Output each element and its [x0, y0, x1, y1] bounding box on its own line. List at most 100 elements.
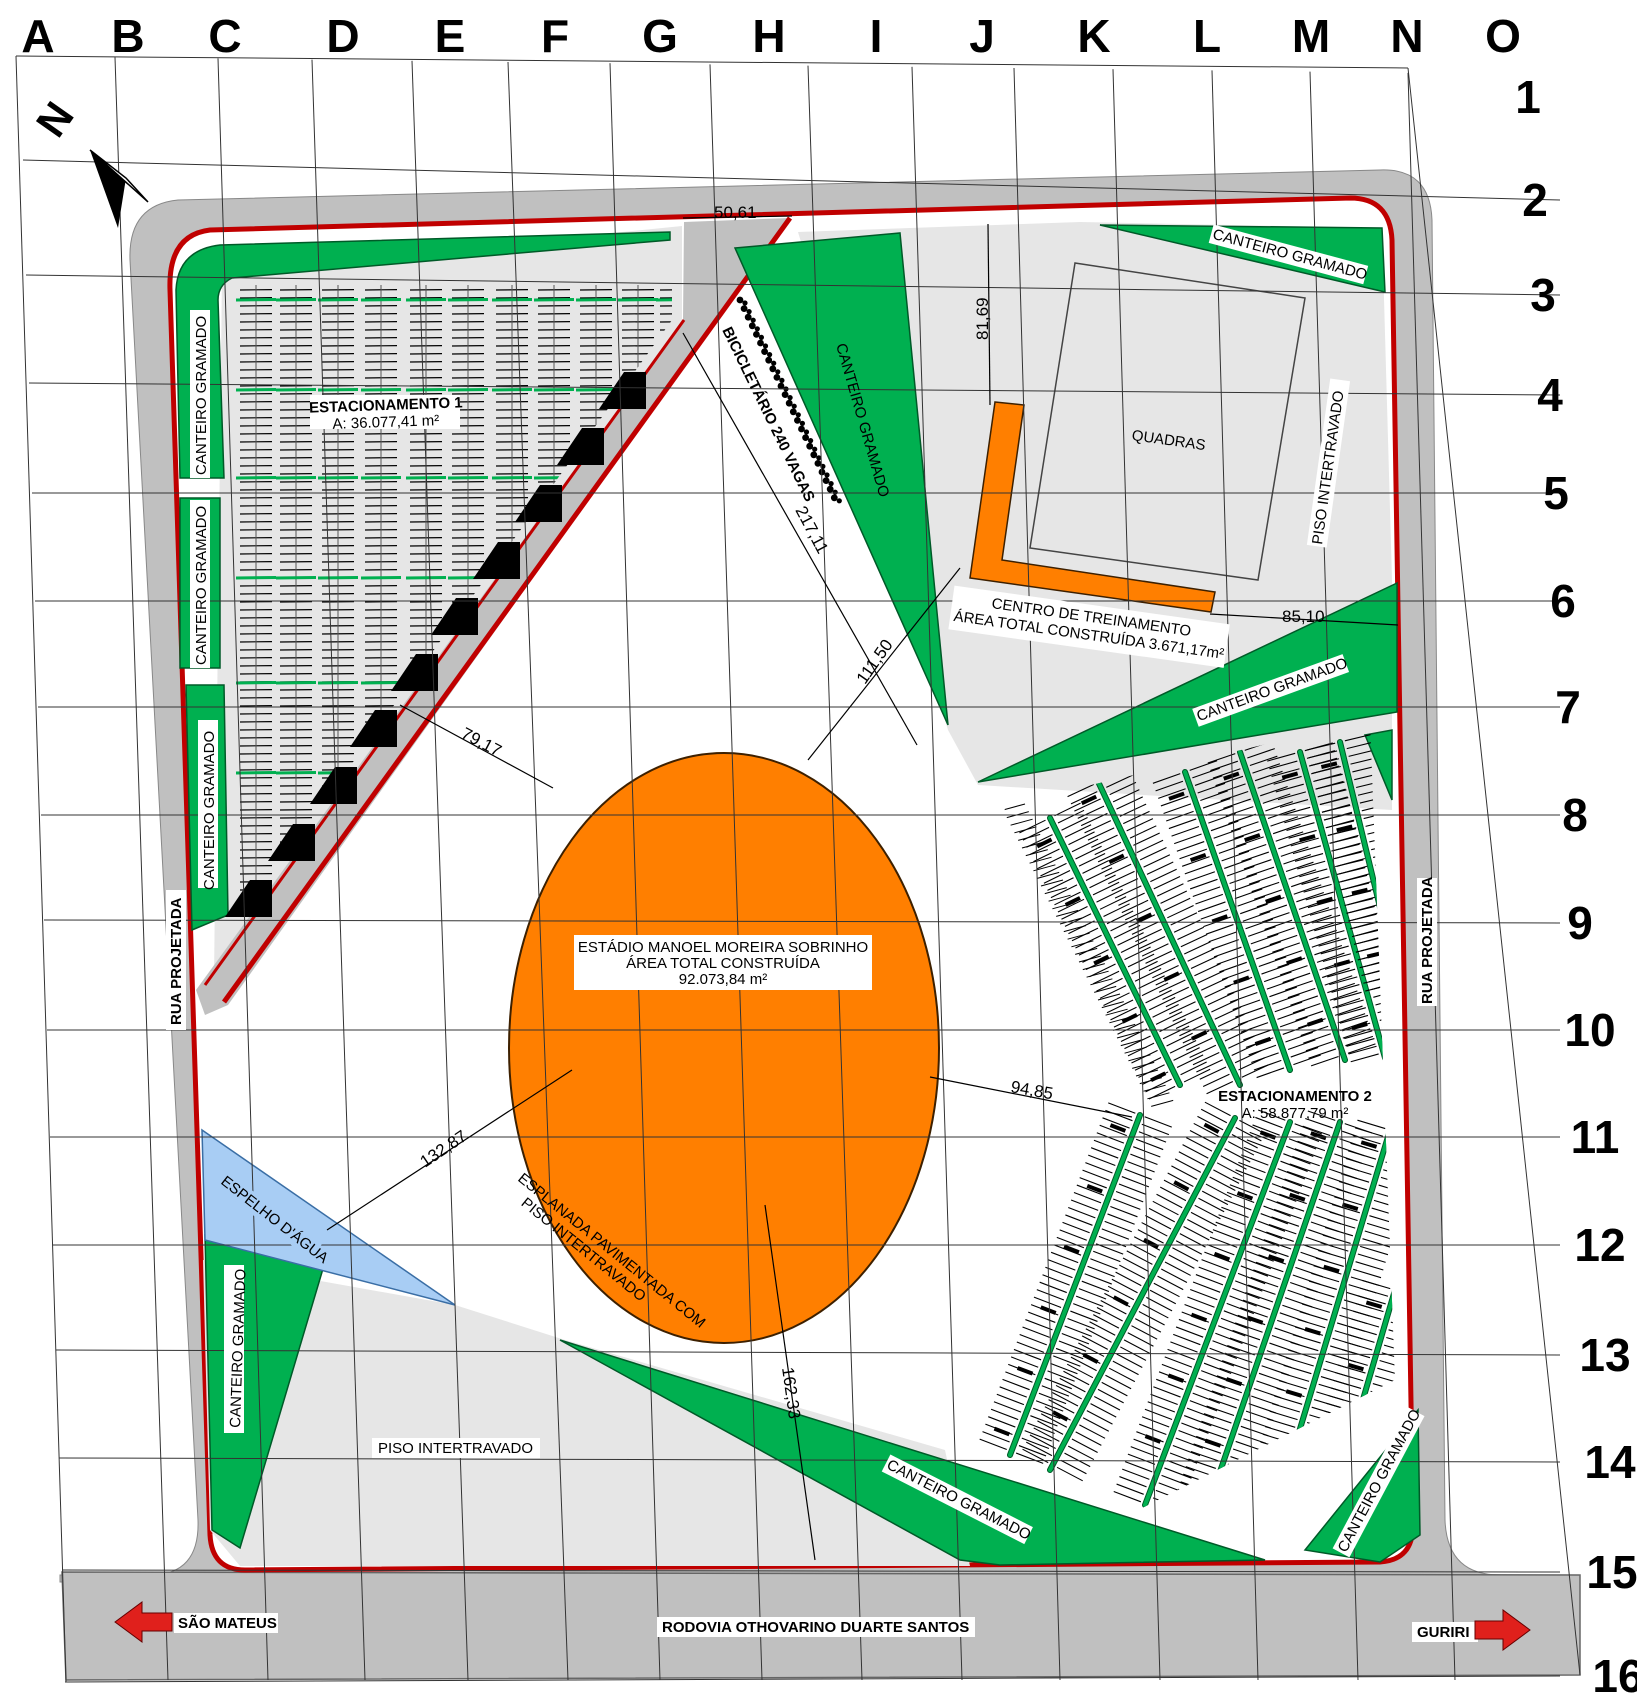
- parking2-bay-marker: [1289, 1192, 1306, 1202]
- parking2-stall-mark: [1159, 1018, 1186, 1033]
- parking2-bay-marker: [1168, 791, 1185, 801]
- parking2-stall-mark: [1263, 1239, 1292, 1250]
- parking2-stall-mark: [993, 1401, 1022, 1413]
- parking1-wedge: [473, 542, 520, 579]
- parking2-stall-mark: [1052, 1392, 1079, 1407]
- parking2-bay-marker: [1351, 887, 1368, 896]
- parking2-stall-mark: [1130, 1153, 1158, 1166]
- parking2-stall-mark: [1127, 1453, 1156, 1465]
- parking2-stall-mark: [1166, 810, 1194, 822]
- parking2-stall-mark: [1127, 1042, 1155, 1057]
- parking2-stall-mark: [1048, 894, 1071, 902]
- parking2-stall-mark: [1235, 1169, 1263, 1181]
- parking2-stall-mark: [1148, 996, 1176, 1011]
- parking2-stall-mark: [1078, 955, 1102, 963]
- parking2-stall-mark: [1175, 1326, 1204, 1338]
- parking2-stall-mark: [1350, 1318, 1380, 1328]
- grid-column-header: N: [1390, 10, 1423, 62]
- parking2-stall-mark: [1297, 860, 1326, 870]
- grid-column-header: C: [208, 10, 241, 62]
- grid-column-line: [217, 58, 269, 1681]
- parking2-stall-mark: [1096, 977, 1123, 992]
- courts: [1029, 262, 1306, 581]
- parking2-green-strip: [1093, 773, 1242, 1087]
- grid-border-right: [1407, 67, 1581, 1676]
- parking2-bay-marker: [1286, 956, 1303, 966]
- parking2-stall-mark: [1206, 1080, 1234, 1095]
- parking2-stall-mark: [1284, 814, 1313, 824]
- parking2-bay-marker: [1040, 1305, 1057, 1315]
- parking2-stall-mark: [1236, 836, 1264, 847]
- stadium-area-caption: ÁREA TOTAL CONSTRUÍDA: [626, 955, 820, 972]
- parking2-stall-mark: [1094, 841, 1122, 856]
- parking2-stall-mark: [1029, 856, 1052, 864]
- parking2-stall-mark: [1266, 1198, 1294, 1210]
- parking2-stall-mark: [1043, 870, 1071, 884]
- parking2-stall-mark: [1258, 1109, 1286, 1121]
- parking2-stall-mark: [1082, 1417, 1110, 1432]
- parking2-stall-mark: [1079, 1177, 1107, 1189]
- parking2-stall-mark: [1320, 945, 1349, 955]
- parking2-stall-mark: [1070, 1356, 1097, 1372]
- parking1-row-divider: [491, 476, 533, 480]
- parking2-stall-mark: [1212, 1229, 1241, 1241]
- parking2-stall-mark: [1331, 1203, 1360, 1214]
- parking2-stall-mark: [1276, 1201, 1305, 1212]
- parking2-stall-mark: [1143, 1084, 1166, 1092]
- parking2-stall-mark: [1293, 1054, 1321, 1066]
- parking2-stall-mark: [1227, 1345, 1255, 1356]
- parking2-stall-mark: [1243, 859, 1272, 870]
- parking1-row-divider: [360, 476, 402, 480]
- parking2-stall-mark: [1240, 903, 1268, 915]
- parking2-stall-mark: [1226, 1302, 1255, 1315]
- parking1-row-divider: [533, 298, 575, 302]
- diagonal-access-road: [196, 218, 790, 1015]
- parking2-stall-mark: [1180, 1061, 1207, 1076]
- parking2-stall-mark: [1130, 1243, 1157, 1258]
- parking2-stall-mark: [1139, 847, 1167, 861]
- parking2-stall-mark: [1283, 854, 1312, 865]
- parking2-stall-mark: [1260, 1213, 1289, 1225]
- parking2-stall-mark: [1201, 1259, 1229, 1271]
- parking2-stall-mark: [1059, 1377, 1086, 1393]
- parking2-stall-mark: [1204, 984, 1232, 999]
- parking2-stall-mark: [1105, 1008, 1128, 1016]
- parking1-row-divider: [235, 476, 277, 480]
- parking2-stall-mark: [1107, 1285, 1135, 1301]
- parking2-stall-mark: [1318, 789, 1347, 798]
- parking2-stall-mark: [1145, 989, 1172, 1004]
- parking2-stall-mark: [979, 1438, 1007, 1450]
- parking2-stall-mark: [1062, 1221, 1090, 1234]
- parking2-stall-mark: [1238, 843, 1267, 855]
- parking2-stall-mark: [1192, 1051, 1220, 1066]
- parking2-bay-marker: [1143, 1237, 1160, 1249]
- parking2-stall-mark: [1171, 1165, 1198, 1180]
- parking2-stall-mark: [1163, 897, 1191, 912]
- grid-column-header: H: [752, 10, 785, 62]
- parking1-row-divider: [405, 576, 447, 580]
- parking2-bay-marker: [1360, 1140, 1378, 1149]
- bike-rack-slot: [802, 434, 809, 441]
- dimension-50-61: 50,61: [714, 203, 757, 222]
- parking2-stall-mark: [1362, 1279, 1391, 1290]
- parking2-stall-mark: [1234, 1280, 1263, 1292]
- parking2-stall-mark: [1002, 1378, 1030, 1391]
- parking2-stall-mark: [1329, 990, 1358, 1001]
- parking2-stall-mark: [1053, 1355, 1081, 1367]
- parking2-stall-mark: [1135, 928, 1162, 943]
- parking2-bay-marker: [1093, 954, 1110, 966]
- grid-row-line: [25, 274, 1561, 296]
- parking2-stall-mark: [1254, 889, 1282, 900]
- parking2-stall-mark: [1233, 828, 1262, 840]
- street-label-east: RUA PROJETADA: [1417, 876, 1437, 1006]
- bike-rack-slot: [814, 460, 822, 467]
- parking2-stall-mark: [1225, 806, 1254, 817]
- parking2-stall-mark: [1124, 907, 1152, 921]
- grid-column-header: G: [642, 10, 678, 62]
- parking2-stall-mark: [1123, 1339, 1150, 1354]
- grid-row-header: 13: [1579, 1329, 1630, 1381]
- parking2-stall-mark: [1111, 878, 1139, 892]
- parking2-stall-mark: [1340, 882, 1370, 891]
- grid-column-header: B: [111, 10, 144, 62]
